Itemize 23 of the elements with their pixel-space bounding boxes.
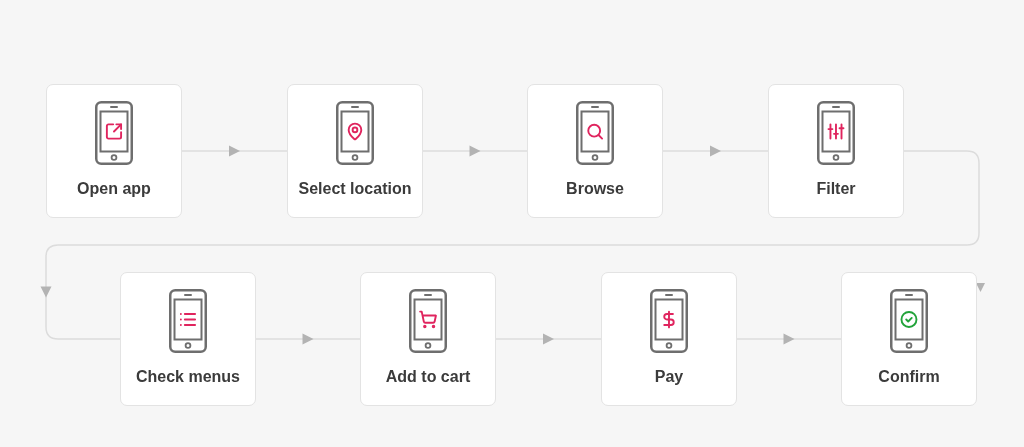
step-card xyxy=(601,272,737,406)
arrow xyxy=(255,333,361,345)
step-label: Browse xyxy=(566,179,624,199)
step-label: Open app xyxy=(77,179,151,199)
step-label: Pay xyxy=(654,367,684,387)
step-card xyxy=(46,84,182,218)
arrow xyxy=(40,150,980,340)
arrow xyxy=(181,145,288,157)
arrow xyxy=(736,333,842,345)
step-label: Confirm xyxy=(878,367,940,387)
step-card xyxy=(841,272,977,406)
step-card xyxy=(120,272,256,406)
step-card xyxy=(360,272,496,406)
step-label: Select location xyxy=(298,179,412,199)
step-card xyxy=(768,84,904,218)
step-label: Check menus xyxy=(135,367,240,387)
arrow xyxy=(495,333,602,345)
step-label: Filter xyxy=(816,179,856,199)
step-card xyxy=(527,84,663,218)
arrow xyxy=(662,145,769,157)
step-label: Add to cart xyxy=(385,367,471,387)
step-card xyxy=(287,84,423,218)
arrow xyxy=(422,145,528,157)
